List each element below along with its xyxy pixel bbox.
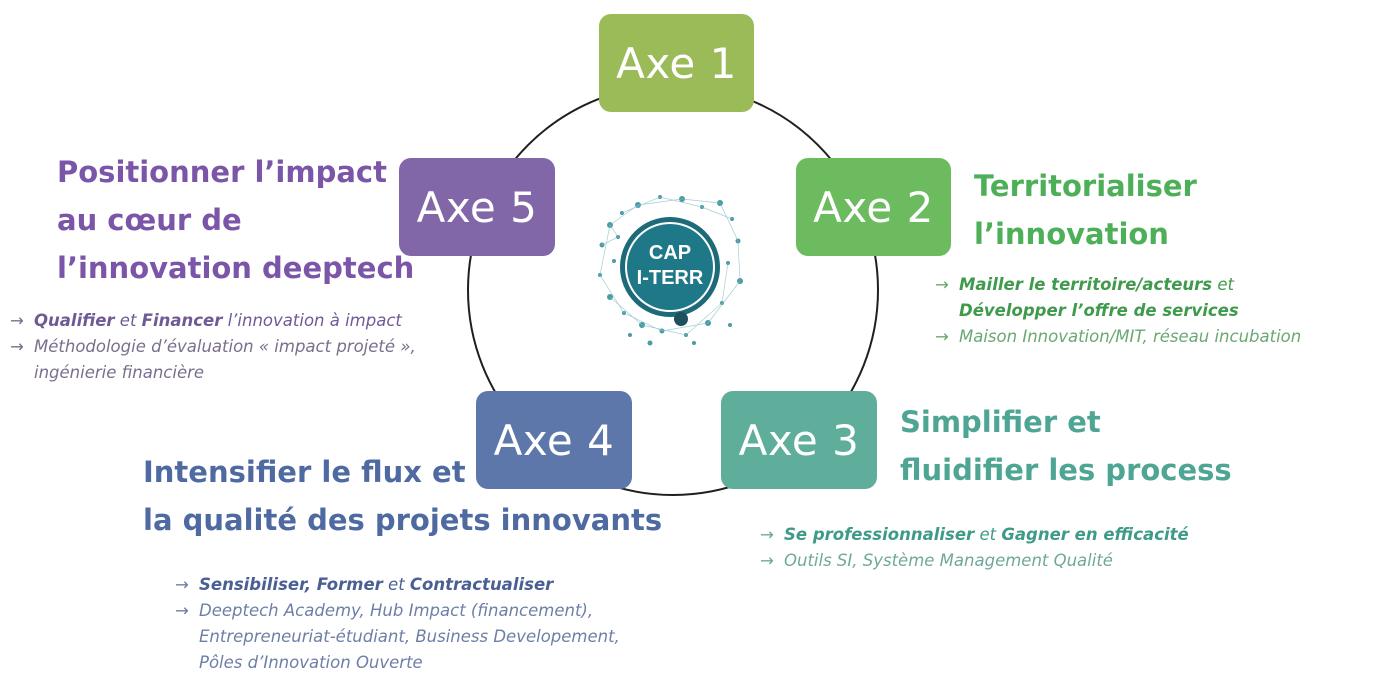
bullet-line: → Sensibiliser, Former et Contractualise…: [175, 572, 620, 598]
arrow-icon: →: [10, 337, 24, 356]
bold-term: Sensibiliser, Former: [199, 575, 383, 594]
bullet-line: → Qualifier et Financer l’innovation à i…: [10, 308, 416, 334]
bold-term: Contractualiser: [409, 575, 554, 594]
bullet-line: → Se professionnaliser et Gagner en effi…: [760, 522, 1189, 548]
axe-2-box: Axe 2: [796, 158, 951, 256]
axe-3-heading: Simplifier et fluidifier les process: [900, 398, 1232, 494]
bold-term: Se professionnaliser: [784, 525, 975, 544]
bold-term: Mailler le territoire/acteurs: [959, 275, 1213, 294]
arrow-icon: →: [760, 525, 774, 544]
axe-5-bullets: → Qualifier et Financer l’innovation à i…: [10, 308, 416, 386]
bullet-line: ingénierie financière: [10, 360, 416, 386]
bullet-text: Outils SI, Système Management Qualité: [784, 551, 1113, 570]
bullet-line: Pôles d’Innovation Ouverte: [175, 650, 620, 676]
bold-term: Financer: [141, 311, 223, 330]
arrow-icon: →: [10, 311, 24, 330]
bold-term: Développer l’offre de services: [959, 301, 1239, 320]
bold-term: Gagner en efficacité: [1001, 525, 1189, 544]
arrow-icon: →: [935, 327, 949, 346]
arrow-icon: →: [175, 601, 189, 620]
axe-5-box: Axe 5: [399, 158, 555, 256]
arrow-icon: →: [760, 551, 774, 570]
bullet-text: et: [114, 311, 142, 330]
bullet-text: Pôles d’Innovation Ouverte: [199, 653, 423, 672]
bullet-line: → Maison Innovation/MIT, réseau incubati…: [935, 324, 1301, 350]
axe-5-heading-line: au cœur de: [57, 203, 242, 237]
bullet-text: et: [1212, 275, 1234, 294]
axe-4-heading: Intensifier le flux et la qualité des pr…: [143, 448, 662, 544]
axe-2-bullets: → Mailler le territoire/acteurs et Dével…: [935, 272, 1301, 350]
bullet-line: Développer l’offre de services: [935, 298, 1301, 324]
axe-2-heading-line: Territorialiser: [974, 169, 1197, 203]
bullet-text: Entrepreneuriat-étudiant, Business Devel…: [199, 627, 620, 646]
bullet-line: → Deeptech Academy, Hub Impact (financem…: [175, 598, 620, 624]
axe-3-heading-line: fluidifier les process: [900, 453, 1232, 487]
axe-2-heading-line: l’innovation: [974, 217, 1169, 251]
bullet-text: et: [382, 575, 410, 594]
bullet-text: et: [974, 525, 1002, 544]
bullet-text: Méthodologie d’évaluation « impact proje…: [34, 337, 416, 356]
axe-4-box: Axe 4: [476, 391, 632, 489]
axe-5-heading: Positionner l’impact au cœur de l’innova…: [57, 148, 414, 292]
bullet-text: Maison Innovation/MIT, réseau incubation: [959, 327, 1302, 346]
axe-3-box: Axe 3: [721, 391, 877, 489]
axe-3-heading-line: Simplifier et: [900, 405, 1101, 439]
bullet-line: → Méthodologie d’évaluation « impact pro…: [10, 334, 416, 360]
bullet-text: ingénierie financière: [34, 363, 205, 382]
logo-text-line2: I-TERR: [637, 267, 704, 289]
logo-text-line1: CAP: [649, 242, 691, 264]
cap-iterr-logo: CAP I-TERR: [598, 195, 743, 346]
bullet-line: Entrepreneuriat-étudiant, Business Devel…: [175, 624, 620, 650]
bullet-line: → Mailler le territoire/acteurs et: [935, 272, 1301, 298]
axe-3-bullets: → Se professionnaliser et Gagner en effi…: [760, 522, 1189, 574]
axe-1-box: Axe 1: [599, 14, 754, 112]
axe-5-heading-line: Positionner l’impact: [57, 155, 387, 189]
bold-term: Qualifier: [34, 311, 115, 330]
axe-2-heading: Territorialiser l’innovation: [974, 162, 1197, 258]
bullet-text: l’innovation à impact: [222, 311, 402, 330]
axe-4-heading-line: Intensifier le flux et: [143, 455, 466, 489]
axe-4-heading-line: la qualité des projets innovants: [143, 503, 663, 537]
bullet-line: → Outils SI, Système Management Qualité: [760, 548, 1189, 574]
arrow-icon: →: [175, 575, 189, 594]
arrow-icon: →: [935, 275, 949, 294]
bullet-text: Deeptech Academy, Hub Impact (financemen…: [199, 601, 594, 620]
axe-4-bullets: → Sensibiliser, Former et Contractualise…: [175, 572, 620, 676]
axe-5-heading-line: l’innovation deeptech: [57, 251, 415, 285]
